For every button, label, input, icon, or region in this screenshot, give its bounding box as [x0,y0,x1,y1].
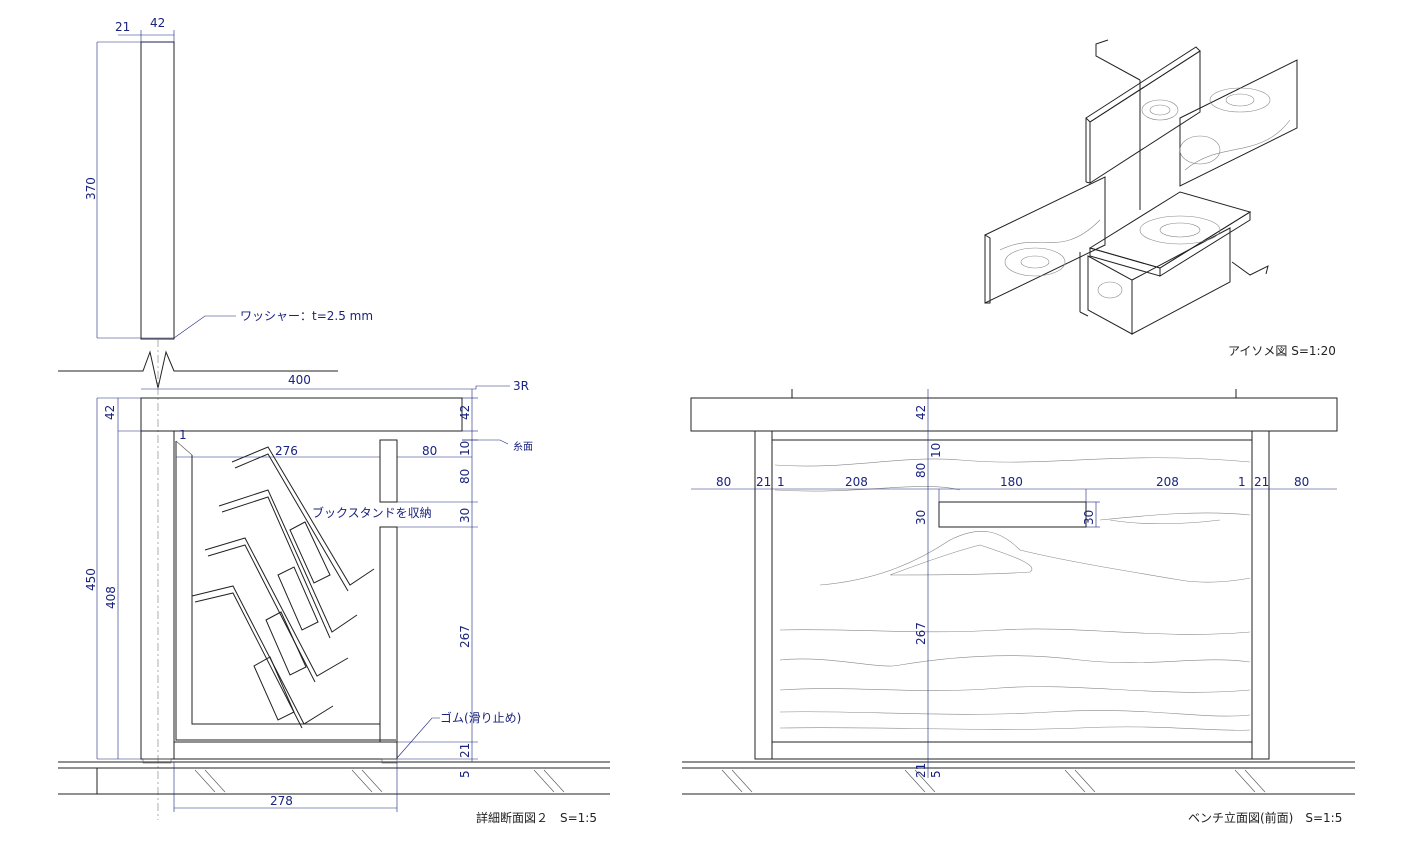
dim-plate-offset: 21 [115,20,130,34]
backrest-plate [140,41,175,340]
elevation-caption: ベンチ立面図(前面) S=1:5 [1188,810,1342,825]
dim-foot-5: 5 [458,770,472,778]
top-board [140,397,463,432]
elev-dim-board-right: 21 [1254,475,1269,489]
dim-front-80: 80 [458,469,472,484]
elev-dim-30-right: 30 [1082,510,1096,525]
elev-dim-5: 5 [929,770,943,778]
bookstands [191,446,375,729]
note-edge: 糸面 [513,441,533,453]
elev-dim-top: 42 [914,405,928,420]
iso-caption: アイソメ図 S=1:20 [1228,344,1336,358]
note-bookstand: ブックスタンドを収納 [312,505,432,520]
front-board-lower [379,526,398,743]
elev-dim-gap-left: 1 [777,475,785,489]
dim-plate-thickness: 42 [150,16,165,30]
elev-dim-21: 21 [914,763,928,778]
dim-bottom-21: 21 [458,743,472,758]
dim-backrest-height: 370 [84,177,98,200]
elev-dim-10: 10 [929,443,943,458]
elev-top-plank [690,397,1338,432]
dim-total-height: 450 [84,568,98,591]
inner-tray [175,441,396,741]
section-dimensions [96,30,510,812]
elev-dim-span-right: 208 [1156,475,1179,489]
dim-top-thickness-right: 42 [458,405,472,420]
elev-dim-side-left: 80 [716,475,731,489]
section-caption: 詳細断面図２ S=1:5 [476,810,597,825]
elev-dim-267: 267 [914,622,928,645]
dim-gap: 1 [179,428,187,442]
note-washer: ワッシャー：t=2.5 mm [240,309,373,323]
floor [58,758,610,795]
elevation-view: 42 10 80 80 21 1 208 180 208 1 21 80 30 … [682,389,1355,825]
bottom-board [173,741,398,760]
note-radius: 3R [513,379,529,393]
dim-gap-10: 10 [458,441,472,456]
section-view: 21 42 370 ワッシャー：t=2.5 mm 400 3R 42 42 糸面… [58,16,610,825]
note-rubber: ゴム(滑り止め) [440,710,521,725]
elev-dim-span-left: 208 [845,475,868,489]
dim-slot-30: 30 [458,508,472,523]
dim-opening-width: 276 [275,444,298,458]
elev-dim-slot: 180 [1000,475,1023,489]
elev-dim-side-right: 80 [1294,475,1309,489]
elev-dimensions [691,389,1337,778]
elev-dim-gap-right: 1 [1238,475,1246,489]
dim-inner-height: 408 [104,586,118,609]
elev-slot [938,501,1087,528]
isometric-view: アイソメ図 S=1:20 [984,39,1336,358]
elev-dim-30-left: 30 [914,510,928,525]
dim-seat-depth: 400 [288,373,311,387]
elev-dim-board-left: 21 [756,475,771,489]
front-board-upper [379,439,398,503]
elev-dim-80: 80 [914,463,928,478]
dim-bottom-width: 278 [270,794,293,808]
dim-front-width: 80 [422,444,437,458]
dim-lower-267: 267 [458,625,472,648]
left-board [140,430,175,760]
dim-top-thickness-left: 42 [103,405,117,420]
